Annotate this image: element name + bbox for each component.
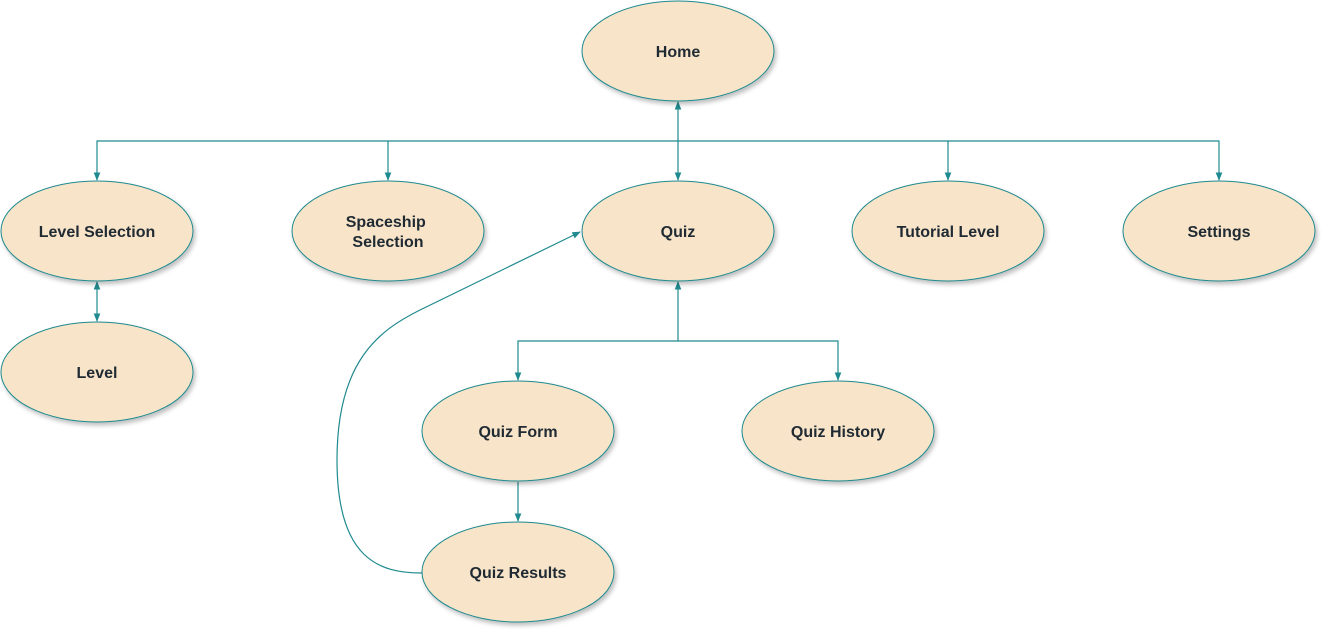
label-line-1: Spaceship xyxy=(346,214,426,231)
edge-home-tutorial-level xyxy=(678,140,952,181)
node-label: Tutorial Level xyxy=(897,224,1000,241)
node-label: Quiz xyxy=(661,224,696,241)
node-quiz[interactable]: Quiz xyxy=(581,180,775,282)
node-quiz-form[interactable]: Quiz Form xyxy=(421,380,615,482)
node-level[interactable]: Level xyxy=(0,321,194,423)
node-label: Level xyxy=(77,365,118,382)
label-line-2: Selection xyxy=(352,234,423,251)
node-spaceship-selection[interactable]: Spaceship Selection xyxy=(291,180,485,282)
node-level-selection[interactable]: Level Selection xyxy=(0,180,194,282)
node-label: Quiz Results xyxy=(470,565,567,582)
node-label: Spaceship Selection xyxy=(346,214,430,251)
edge-quiz-quiz-form xyxy=(514,340,678,381)
node-label: Settings xyxy=(1187,224,1250,241)
edges xyxy=(93,101,1223,574)
node-home[interactable]: Home xyxy=(581,0,775,102)
node-quiz-results[interactable]: Quiz Results xyxy=(421,521,615,623)
edge-quiz-results-quiz xyxy=(336,231,581,574)
node-quiz-history[interactable]: Quiz History xyxy=(741,380,935,482)
node-label: Quiz History xyxy=(791,424,885,441)
edge-home-settings xyxy=(948,140,1223,181)
node-label: Home xyxy=(656,44,701,61)
node-settings[interactable]: Settings xyxy=(1122,180,1316,282)
edge-home-level-selection xyxy=(93,140,678,181)
edge-quiz-quiz-history xyxy=(678,340,842,381)
node-label: Quiz Form xyxy=(478,424,557,441)
node-label: Level Selection xyxy=(39,224,156,241)
node-tutorial-level[interactable]: Tutorial Level xyxy=(851,180,1045,282)
